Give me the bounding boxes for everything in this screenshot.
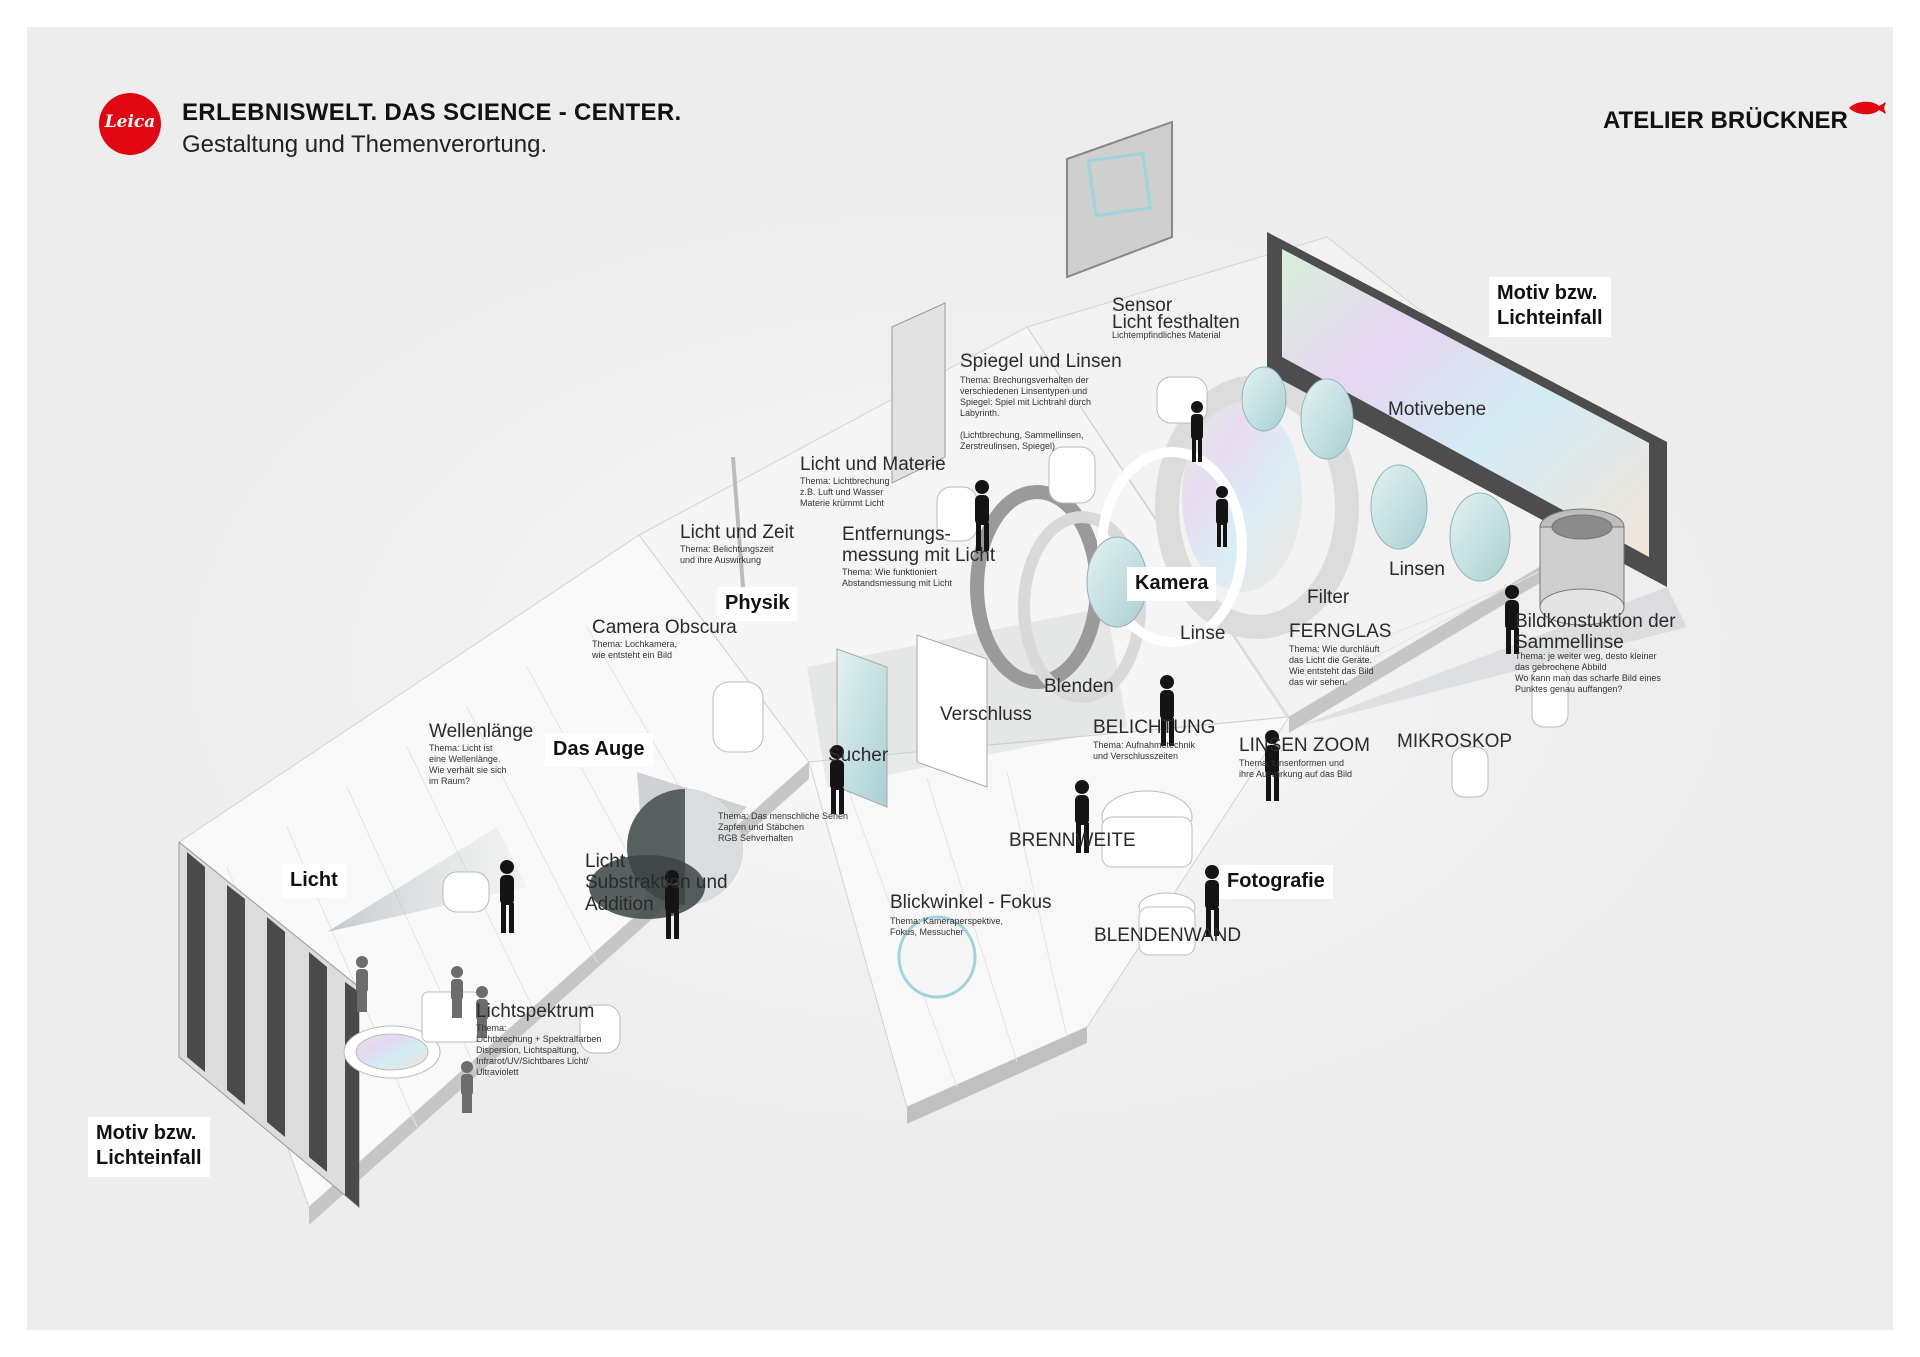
zone-label-motiv-right: Motiv bzw. Lichteinfall [1489,277,1611,337]
zone-label-fotografie: Fotografie [1219,865,1333,900]
page-title: ERLEBNISWELT. DAS SCIENCE - CENTER. [182,99,682,126]
station-obscura-title: Camera Obscura [592,617,737,638]
station-fernglas-title: FERNGLAS [1289,621,1392,642]
station-mikroskop-title: MIKROSKOP [1397,731,1513,752]
station-wellen-title: Wellenlänge [429,721,534,742]
zone-label-licht: Licht [282,864,346,899]
zone-label-physik: Physik [717,587,798,622]
camera-lens-object [1539,508,1625,626]
station-pedestals-left [343,681,764,1079]
station-sensor-sub: Licht festhalten [1112,312,1240,333]
station-zoom-title: LINSEN ZOOM [1239,735,1370,756]
station-sucher-title: Sucher [828,745,889,766]
station-brennweite-title: BRENNWEITE [1009,830,1136,851]
page-subtitle: Gestaltung und Themenverortung. [182,131,548,158]
station-bildkonstruktion-desc: Thema: je weiter weg, desto kleiner das … [1515,651,1661,694]
station-motivebene-title: Motivebene [1388,399,1487,420]
station-fernglas-desc: Thema: Wie durchläuft das Licht die Gerä… [1289,644,1380,687]
station-wellen-desc: Thema: Licht ist eine Wellenlänge. Wie v… [429,743,507,786]
station-zeit-desc: Thema: Belichtungszeit und ihre Auswirku… [680,544,774,565]
thin-pole [731,456,745,588]
floor-lower-edge [907,1027,1087,1124]
station-spiegel-desc: Thema: Brechungsverhalten der verschiede… [960,375,1092,451]
mirror-panel [891,302,946,484]
lenses-right [1241,366,1511,582]
station-belichtung-desc: Thema: Aufnahmetechnik und Verschlusszei… [1093,740,1196,761]
exhibition-isometric-drawing [77,120,1837,1225]
sensor-screen-pattern [1086,151,1153,218]
station-linse-title: Linse [1180,623,1226,644]
station-entfernung-desc: Thema: Wie funktioniert Abstandsmessung … [842,567,953,588]
zone-label-kamera: Kamera [1127,567,1217,602]
station-spiegel-title: Spiegel und Linsen [960,351,1122,372]
station-blendenwand-title: BLENDENWAND [1094,925,1242,946]
station-spektrum-desc: Thema: Lichtbrechung + Spektralfarben Di… [476,1023,602,1077]
station-blenden-title: Blenden [1044,676,1114,697]
station-zoom-desc: Thema: Linsenformen und ihre Auswirkung … [1239,758,1353,779]
board: Licht Das Auge Physik Kamera Fotografie … [27,27,1893,1330]
seated-figures [356,956,488,1113]
light-beam-left [327,827,527,932]
station-materie-title: Licht und Materie [800,454,946,475]
station-sensor-desc: Lichtempfindliches Material [1112,330,1221,340]
station-sehen-desc: Thema: Das menschliche Sehen Zapfen und … [718,811,849,843]
station-entfernung-title: Entfernungs- messung mit Licht [842,524,996,567]
station-obscura-desc: Thema: Lochkamera, wie entsteht ein Bild [592,639,678,660]
motif-screen-right-image [1282,249,1649,557]
leica-logo-text: Leica [104,112,156,132]
station-filter-title: Filter [1307,587,1350,608]
zone-label-das-auge: Das Auge [545,733,653,768]
station-zeit-title: Licht und Zeit [680,522,795,543]
station-linsen-title: Linsen [1389,559,1445,580]
station-blickwinkel-title: Blickwinkel - Fokus [890,892,1052,913]
station-spektrum-title: Lichtspektrum [476,1001,595,1022]
lens-ring-large-inner [1182,402,1302,592]
station-subtraktion-title: Licht Substraktion und Addition [585,851,728,915]
station-sensor-title: Sensor [1112,295,1173,316]
motif-wall-frames [187,852,359,1207]
leica-logo: Leica [99,93,161,155]
station-pedestals-lower [897,376,1569,999]
station-materie-desc: Thema: Lichtbrechung z.B. Luft und Wasse… [800,476,890,508]
station-verschluss-title: Verschluss [940,704,1032,725]
brand-name: ATELIER BRÜCKNER [1603,107,1848,134]
brand-fish-icon [1849,101,1886,115]
station-blickwinkel-desc: Thema: Kameraperspektive, Fokus, Messuch… [890,916,1004,937]
station-bildkonstruktion-title: Bildkonstuktion der Sammellinse [1515,611,1676,654]
page-number: 79 [1877,1327,1893,1330]
zone-label-motiv-left: Motiv bzw. Lichteinfall [88,1117,210,1177]
wall-panel-center-1 [836,648,888,808]
wall-panel-center-2 [916,634,988,788]
visitor-silhouettes [500,401,1519,939]
station-belichtung-title: BELICHTUNG [1093,717,1216,738]
